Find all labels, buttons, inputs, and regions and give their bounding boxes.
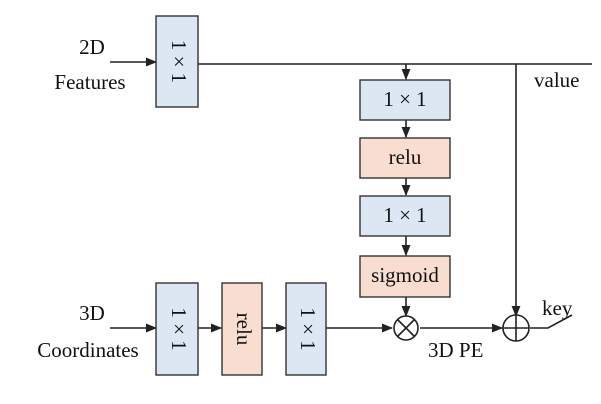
pe-label: 3D PE xyxy=(428,338,483,362)
multiply-operator xyxy=(393,315,419,341)
coord-relu-block: relu xyxy=(221,282,263,376)
key-label: key xyxy=(542,296,573,320)
mid-relu-block: relu xyxy=(359,137,451,179)
add-operator xyxy=(502,314,530,342)
coord-conv2-block: 1 × 1 xyxy=(285,282,327,376)
mid-relu-label: relu xyxy=(389,145,422,169)
value-label: value xyxy=(534,68,579,92)
key-output-line xyxy=(530,314,573,329)
mid-sigmoid-label: sigmoid xyxy=(371,263,439,287)
coord-relu-label: relu xyxy=(232,313,256,346)
mid-conv1-block: 1 × 1 xyxy=(359,79,451,121)
mid-conv1-label: 1 × 1 xyxy=(383,87,426,111)
features-conv-block: 1 × 1 xyxy=(155,15,199,108)
mid-sigmoid-block: sigmoid xyxy=(359,255,451,298)
mid-conv2-block: 1 × 1 xyxy=(359,195,451,237)
features-label-line2: Features xyxy=(54,70,125,94)
coord-conv1-block: 1 × 1 xyxy=(155,282,199,376)
features-conv-label: 1 × 1 xyxy=(167,40,191,83)
coord-conv1-label: 1 × 1 xyxy=(167,307,191,350)
coordinates-label-line2: Coordinates xyxy=(37,338,138,362)
coordinates-label-line1: 3D xyxy=(79,301,105,325)
coord-conv2-label: 1 × 1 xyxy=(296,307,320,350)
features-label-line1: 2D xyxy=(79,35,105,59)
mid-conv2-label: 1 × 1 xyxy=(383,203,426,227)
